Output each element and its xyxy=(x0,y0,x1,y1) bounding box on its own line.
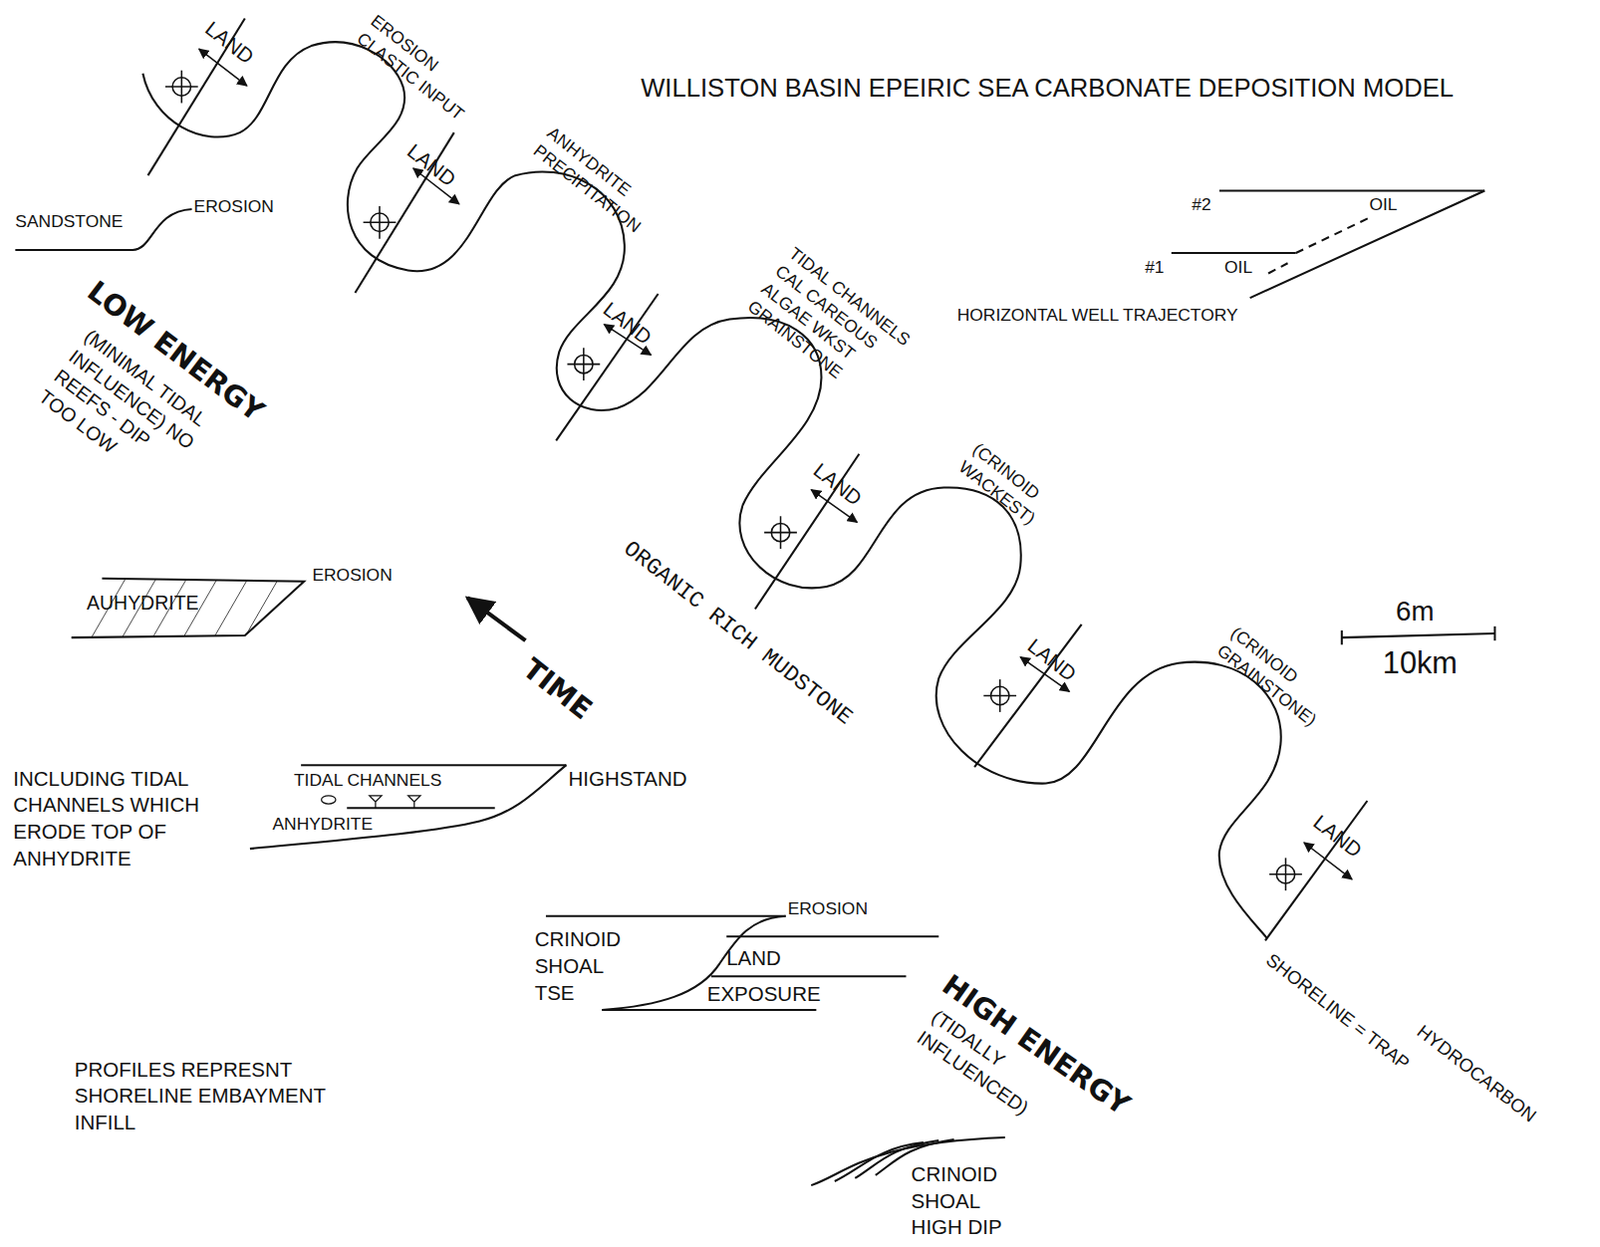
map-label: LAND xyxy=(1308,808,1367,864)
map-label: #2 xyxy=(1191,194,1211,218)
highstand-profile xyxy=(250,765,567,849)
map-label: ANHYDRITE xyxy=(271,812,373,836)
map-label: CRINOID SHOAL HIGH DIP xyxy=(911,1161,1025,1242)
map-label: OIL xyxy=(1368,194,1397,218)
sandstone-profile xyxy=(14,209,192,251)
map-label: PROFILES REPRESNT SHORELINE EMBAYMENT IN… xyxy=(74,1056,392,1136)
map-label: EROSION xyxy=(194,196,274,220)
anhydrite-profile xyxy=(71,578,305,638)
map-label: ANHYDRITE PRECIPITATION xyxy=(528,122,677,253)
well-symbols xyxy=(165,70,1303,891)
map-label: HORIZONTAL WELL TRAJECTORY xyxy=(957,303,1239,327)
map-label: (CRINOID WACKEST) xyxy=(953,438,1063,537)
map-label: EROSION xyxy=(788,897,868,921)
map-label: LAND xyxy=(597,295,657,351)
map-label: EXPOSURE xyxy=(707,980,821,1008)
map-label: LAND xyxy=(807,457,867,513)
profile-axes xyxy=(148,17,1368,941)
map-label: INCLUDING TIDAL CHANNELS WHICH ERODE TOP… xyxy=(12,765,259,872)
scale-bar xyxy=(1341,626,1496,645)
map-label: OIL xyxy=(1224,257,1253,280)
map-label: SHORELINE = TRAP xyxy=(1261,949,1415,1076)
well-trajectory xyxy=(1171,191,1485,299)
map-label: CRINOID SHOAL TSE xyxy=(534,926,648,1007)
map-label: LAND xyxy=(200,14,260,70)
map-label: HYDROCARBON xyxy=(1411,1020,1541,1128)
map-label: AUHYDRITE xyxy=(86,591,199,617)
map-label: 10km xyxy=(1382,642,1458,683)
map-label: TIME xyxy=(515,650,600,729)
map-label: TIDAL CHANNELS CAL CAREOUS ALGAE WKST GR… xyxy=(742,243,927,415)
diagram-title: WILLISTON BASIN EPEIRIC SEA CARBONATE DE… xyxy=(640,71,1454,105)
time-arrow xyxy=(467,597,526,641)
map-label: LAND xyxy=(726,944,782,972)
map-label: SANDSTONE xyxy=(14,211,123,235)
shoreline-curve xyxy=(142,41,1281,939)
map-label: LAND xyxy=(402,137,462,193)
map-label: (CRINOID GRAINSTONE) xyxy=(1212,622,1337,734)
map-label: EROSION xyxy=(311,563,392,587)
land-arrows xyxy=(199,48,1352,880)
map-label: #1 xyxy=(1144,257,1164,280)
map-label: ORGANIC RICH MUDSTONE xyxy=(616,535,858,734)
map-label: 6m xyxy=(1395,593,1434,630)
map-label: EROSION CLASTIC INPUT xyxy=(351,9,493,134)
map-label: HIGHSTAND xyxy=(567,765,687,793)
map-label: TIDAL CHANNELS xyxy=(293,769,442,793)
